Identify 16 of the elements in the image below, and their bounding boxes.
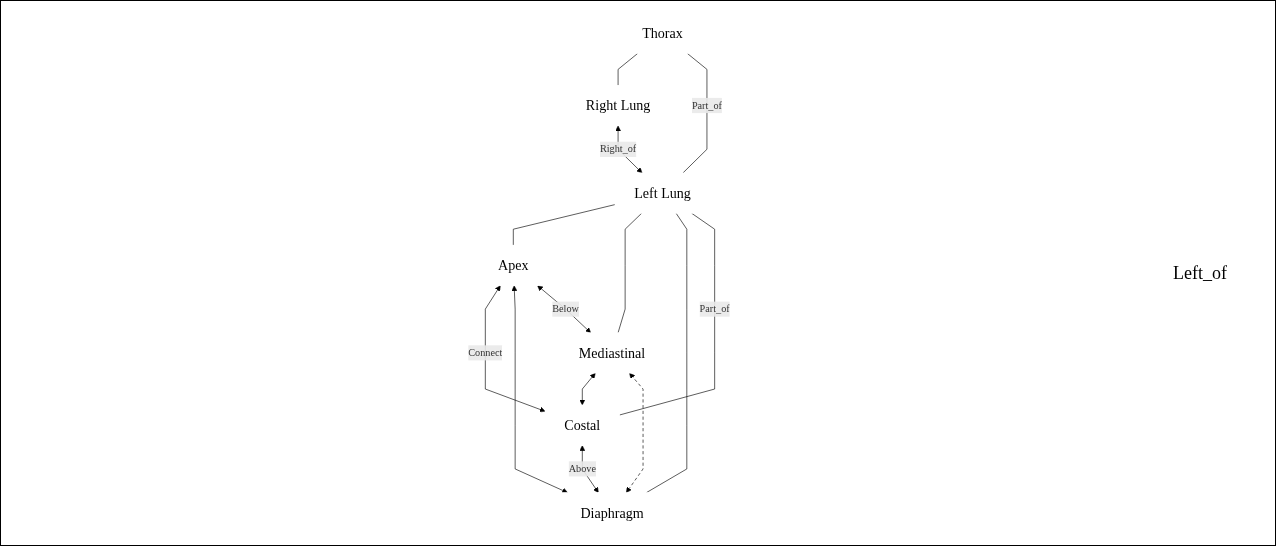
edge-label: Right_of	[599, 143, 637, 155]
node-text: Diaphragm	[580, 504, 644, 521]
edge-label: Above	[568, 463, 596, 475]
node-text: Left Lung	[634, 185, 691, 202]
connector	[619, 212, 715, 416]
node-text: Mediastinal	[578, 344, 646, 361]
node-text: Thorax	[642, 25, 683, 42]
edge-label: Part_of	[691, 99, 722, 111]
edge-label: Part_of	[699, 303, 730, 315]
relation-label: Left_of	[1173, 262, 1227, 284]
edge-label: Below	[552, 303, 579, 315]
connector	[646, 212, 688, 493]
node-text: Right Lung	[585, 97, 651, 114]
node-text: Apex	[498, 257, 529, 274]
node-text: Costal	[564, 417, 601, 434]
edge-label: Connect	[468, 347, 503, 359]
